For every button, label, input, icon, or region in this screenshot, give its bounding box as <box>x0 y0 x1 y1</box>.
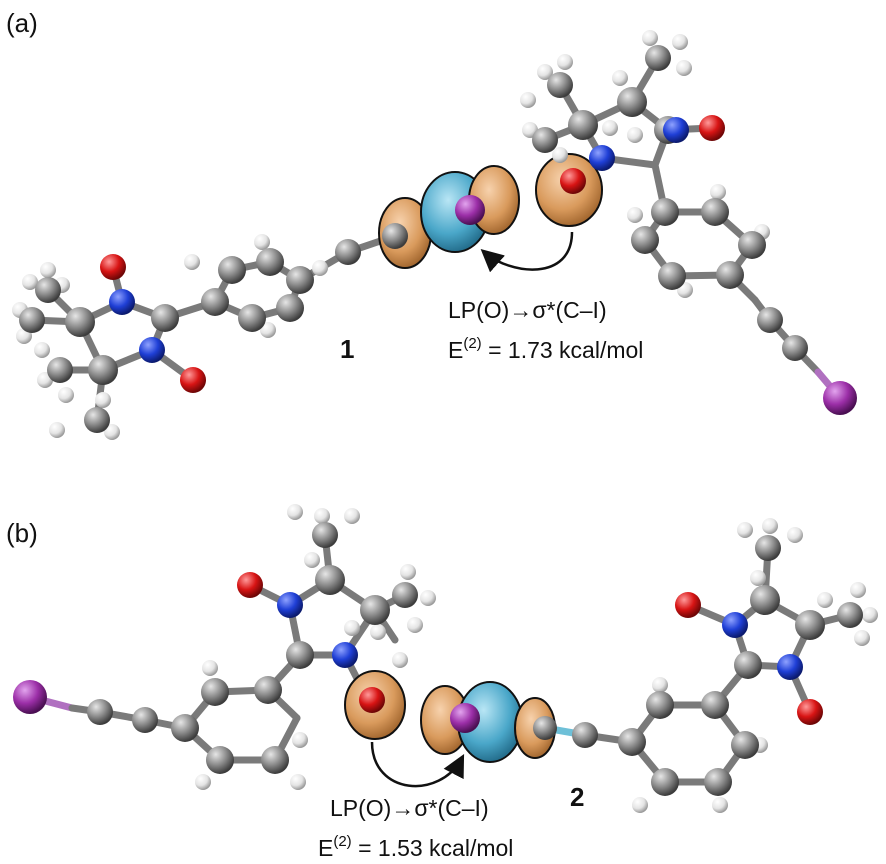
panel-a-interaction-label: LP(O)→σ*(C–I) <box>448 297 607 323</box>
panel-b-molecule-2 <box>13 504 878 813</box>
panel-b-label: (b) <box>6 518 38 548</box>
panel-b-orbitals <box>344 670 556 763</box>
panel-a-molecule-1 <box>12 30 857 440</box>
panel-a-label: (a) <box>6 8 38 38</box>
panel-a-energy-label: E(2) = 1.73 kcal/mol <box>448 335 643 363</box>
panel-a-atoms <box>12 30 857 440</box>
panel-a-charge-transfer-arrow <box>480 231 574 273</box>
panel-b-interaction-label: LP(O)→σ*(C–I) <box>330 795 489 821</box>
panel-a-compound-number: 1 <box>340 334 354 364</box>
panel-b-charge-transfer-arrow <box>370 741 465 788</box>
panel-b-energy-label: E(2) = 1.53 kcal/mol <box>318 833 513 861</box>
panel-b-compound-number: 2 <box>570 782 584 812</box>
panel-b-atoms <box>13 504 878 813</box>
